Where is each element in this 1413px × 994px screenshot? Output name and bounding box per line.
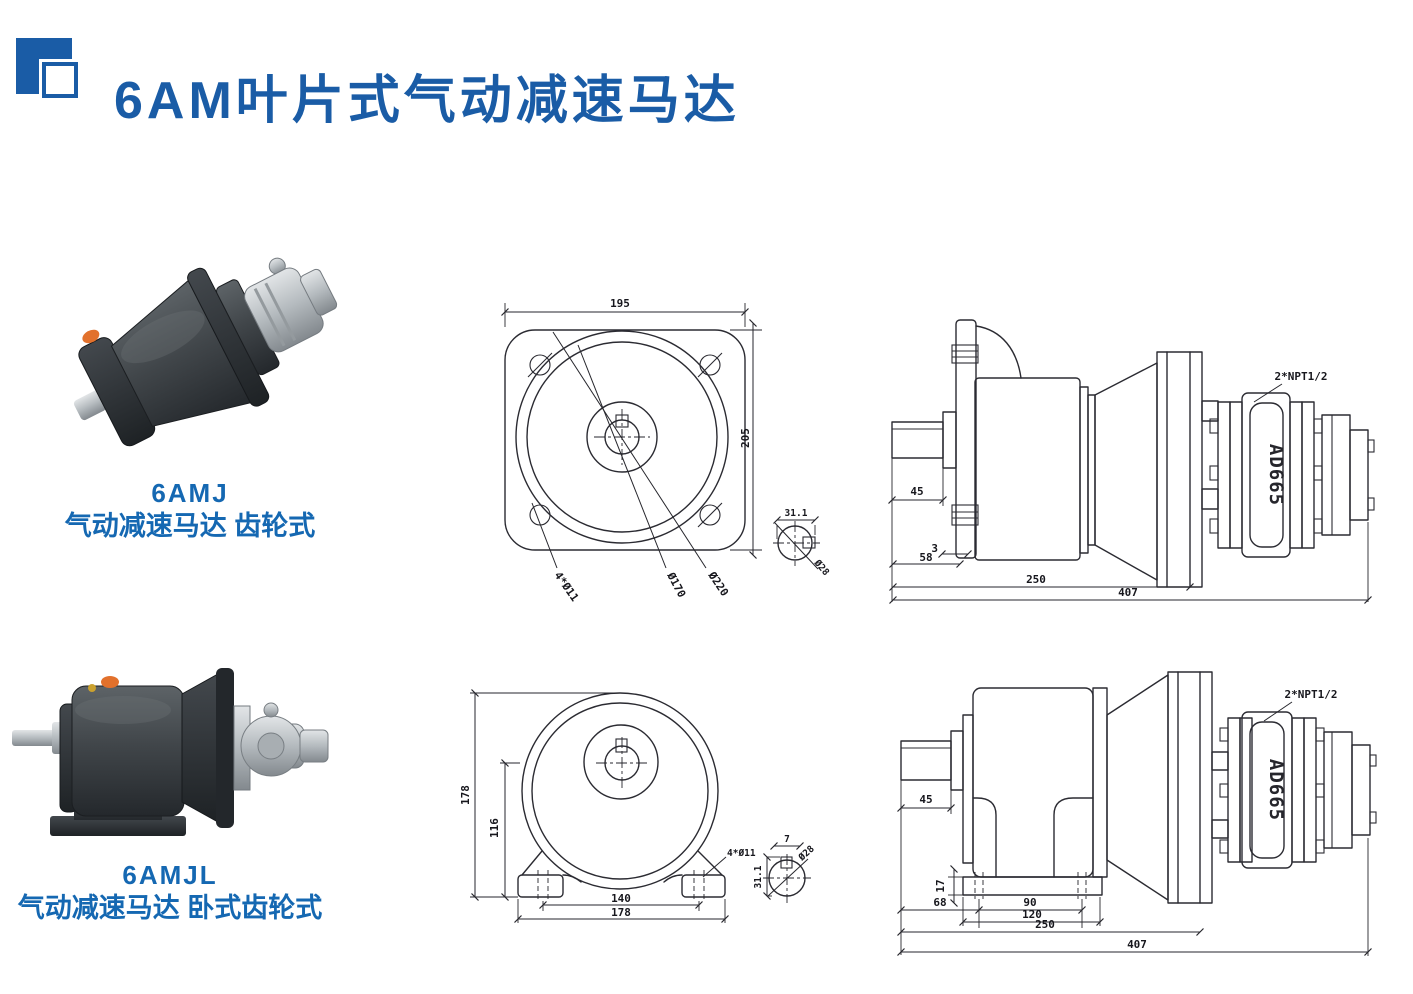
dim-key-width: 7 [784, 834, 790, 845]
motor-model-label: AD665 [1265, 759, 1287, 821]
dim-120: 120 [1022, 908, 1042, 921]
shaft-section-detail: Ø28 7 31.1 [753, 834, 817, 903]
flange-disc [216, 668, 234, 828]
dim-45: 45 [910, 485, 923, 498]
coupler-bore [257, 732, 285, 760]
port-callout: 2*NPT1/2 [1263, 688, 1338, 722]
page-title: 6AM叶片式气动减速马达 [114, 71, 740, 130]
dim-key-height: 31.1 [785, 508, 808, 519]
dim-178-bottom: 178 [611, 906, 631, 919]
dim-3: 3 [931, 542, 938, 555]
model-name: 6AMJL [122, 860, 218, 890]
body-highlight [75, 696, 171, 724]
dim-base-width: 178 [514, 899, 729, 923]
label-shaft-dia: Ø28 [811, 557, 831, 578]
dim-116: 116 [488, 818, 501, 838]
dim-205: 205 [739, 428, 752, 448]
orange-plug [82, 329, 100, 344]
leader-labels: Ø220 Ø170 4*Ø11 [531, 331, 731, 604]
model-desc: 气动减速马达 齿轮式 [64, 511, 316, 541]
yellow-dot [88, 684, 96, 692]
drawing-foot-front-view: 178 116 140 178 4*Ø11 [460, 689, 817, 923]
label-bolt-holes: 4*Ø11 [727, 848, 756, 859]
motor-outline [891, 319, 1219, 588]
dim-height: 205 [730, 319, 762, 559]
dim-195: 195 [610, 297, 630, 310]
dim-140: 140 [611, 892, 631, 905]
product-photo-6amj [73, 257, 338, 447]
output-shaft [12, 730, 56, 746]
logo-outline-square-icon [42, 62, 78, 98]
label-bolt-holes: 4*Ø11 [552, 569, 582, 604]
drawing-flange-front-view: 195 205 Ø220 Ø170 4*Ø11 Ø28 31.1 [501, 297, 831, 604]
end-fitting [299, 729, 329, 763]
motor-assembly-angled [73, 257, 338, 447]
output-shaft [73, 390, 107, 421]
drawing-flange-side-view: AD665 2*NPT1/2 45 3 58 250 [888, 319, 1375, 604]
dimensions: 45 17 68 90 120 250 407 [897, 780, 1372, 956]
dim-17: 17 [934, 879, 947, 892]
rib [253, 288, 286, 347]
flange-outline [504, 329, 746, 551]
motor-outline [517, 692, 726, 902]
bolt-hole-callout: 4*Ø11 [702, 848, 756, 878]
label-flange-dia: Ø220 [705, 569, 731, 599]
dim-250: 250 [1035, 918, 1055, 931]
body-highlight [121, 310, 205, 364]
dim-center-height: 116 [488, 759, 520, 901]
caption-6amj: 6AMJ 气动减速马达 齿轮式 [35, 478, 345, 542]
drawing-foot-side-view: AD665 2*NPT1/2 45 17 [897, 671, 1377, 956]
motor-outline [900, 671, 1229, 904]
motor-model-label: AD665 [1265, 444, 1287, 506]
port-label: 2*NPT1/2 [1275, 370, 1328, 383]
caption-6amjl: 6AMJL 气动减速马达 卧式齿轮式 [5, 860, 335, 924]
dim-bolt-span: 140 [539, 892, 703, 911]
foot-base [50, 816, 186, 836]
top-bolt [263, 702, 279, 718]
rib [264, 282, 297, 341]
model-desc: 气动减速马达 卧式齿轮式 [17, 893, 323, 923]
air-motor-section: AD665 [1219, 711, 1377, 869]
product-photo-6amjl [12, 668, 329, 836]
dimensions: 45 3 58 250 407 [888, 458, 1372, 604]
dim-45: 45 [919, 793, 932, 806]
dim-total-height: 178 [460, 689, 620, 901]
dim-407: 407 [1127, 938, 1147, 951]
dim-250: 250 [1026, 573, 1046, 586]
model-name: 6AMJ [151, 478, 229, 508]
cone [181, 673, 219, 823]
dim-width: 195 [501, 297, 749, 327]
port-label: 2*NPT1/2 [1285, 688, 1338, 701]
air-motor-section: AD665 [1209, 392, 1375, 558]
dim-68: 68 [933, 896, 946, 909]
end-fitting [300, 268, 338, 316]
label-pilot-dia: Ø170 [664, 569, 688, 599]
port-callout: 2*NPT1/2 [1253, 370, 1328, 403]
motor-assembly-horizontal [12, 668, 329, 836]
orange-plug [101, 676, 119, 688]
dim-key-height: 31.1 [753, 865, 764, 888]
dim-58: 58 [919, 551, 932, 564]
dim-90: 90 [1023, 896, 1036, 909]
dim-407: 407 [1118, 586, 1138, 599]
dim-178-left: 178 [460, 785, 472, 805]
shaft-section-detail: Ø28 31.1 [773, 508, 831, 578]
